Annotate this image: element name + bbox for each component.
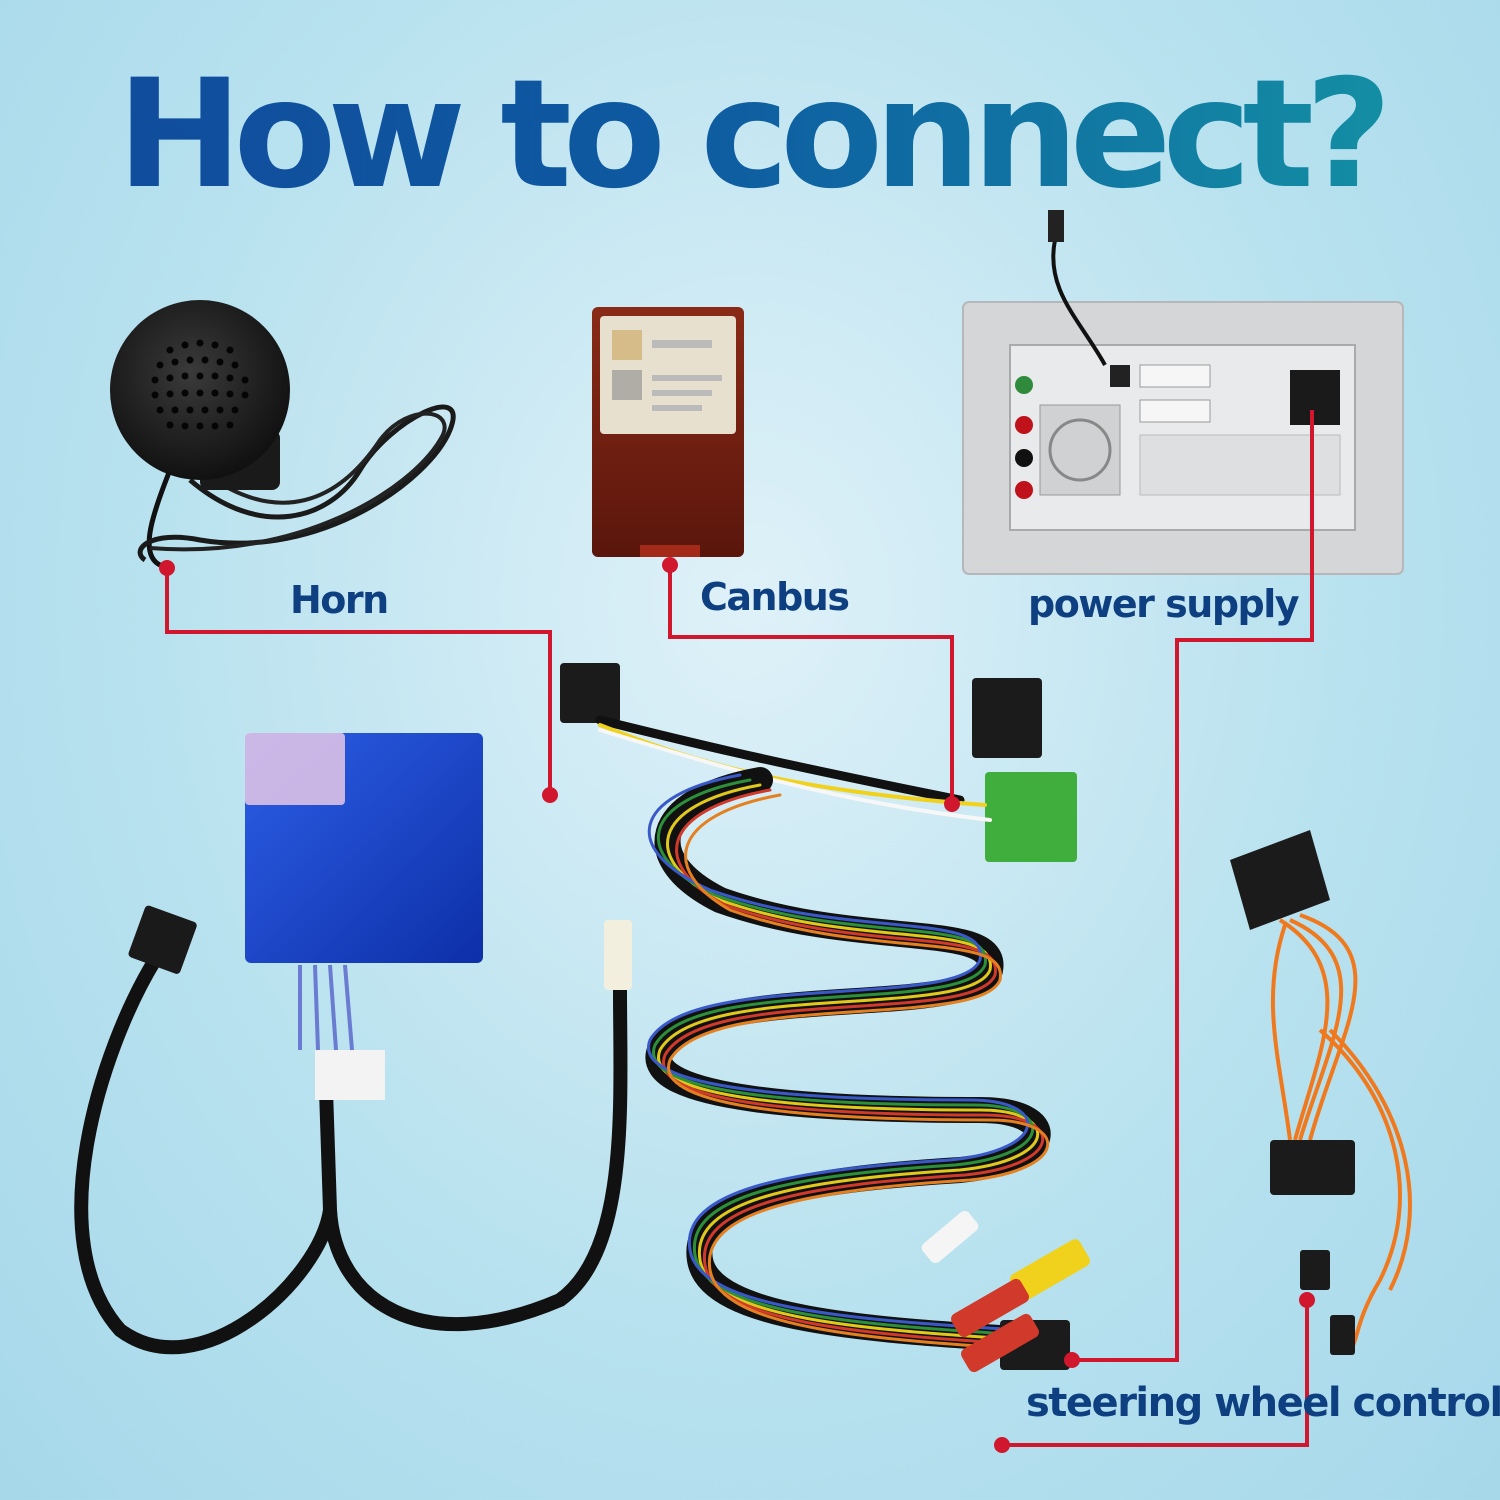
head-unit-icon: [962, 210, 1404, 575]
steering-harness-dot: [994, 1437, 1010, 1453]
orange-cable-icon: [1230, 830, 1412, 1355]
canbus-connection-line: [668, 565, 954, 804]
canbus-module-dot: [662, 557, 678, 573]
power-supply-label: power supply: [1028, 582, 1300, 626]
steering-cable-dot: [1299, 1292, 1315, 1308]
power-harness-dot: [1064, 1352, 1080, 1368]
horn-speaker-dot: [159, 560, 175, 576]
interface-box-icon: [74, 733, 628, 1355]
connection-lines: [165, 410, 1314, 1447]
canbus-label: Canbus: [700, 575, 850, 619]
canbus-harness-dot: [944, 796, 960, 812]
page-title: How to connect?: [0, 60, 1500, 210]
power-supply-connection-line: [1072, 410, 1314, 1362]
canbus-module-icon: [592, 307, 744, 557]
horn-label: Horn: [290, 578, 389, 622]
steering-wheel-connection-line: [1002, 1300, 1309, 1447]
horn-harness-dot: [542, 787, 558, 803]
connection-dots: [159, 557, 1315, 1453]
horn-connection-line: [165, 568, 552, 795]
speaker-icon: [110, 300, 456, 568]
wiring-harness-icon: [560, 663, 1090, 1373]
steering-wheel-control-label: steering wheel control: [1026, 1380, 1500, 1426]
